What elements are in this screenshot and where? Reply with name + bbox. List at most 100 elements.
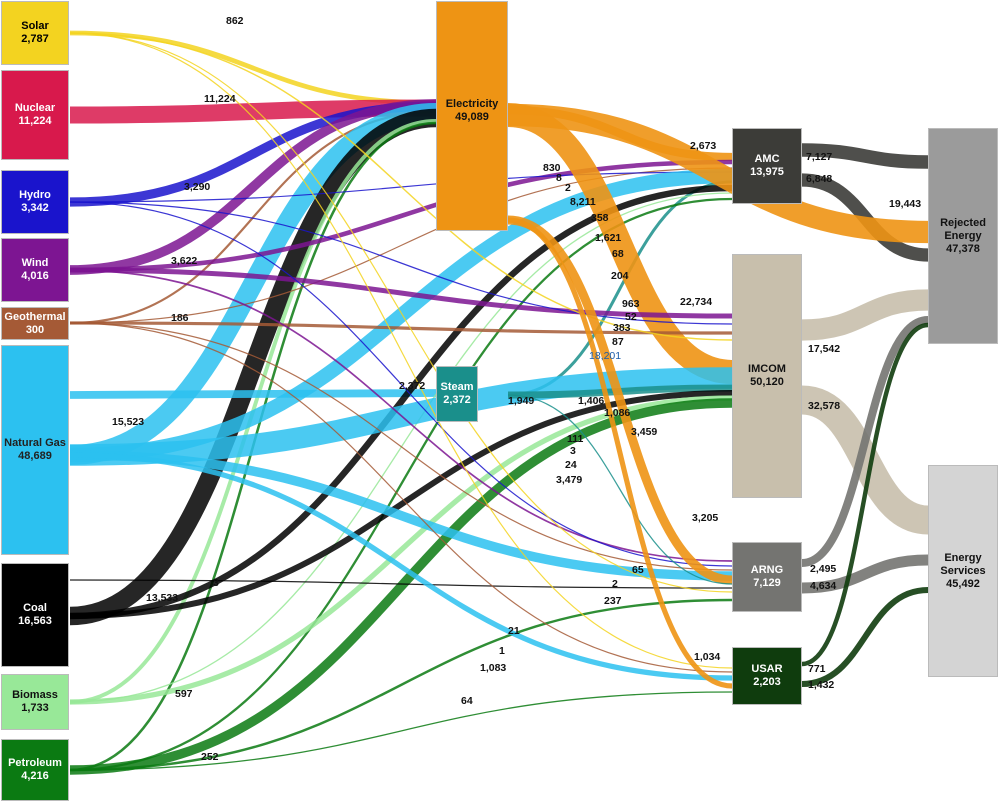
node-value: 4,016: [21, 270, 49, 282]
node-name: Biomass: [12, 689, 58, 701]
flow-label-biomass-electricity: 597: [175, 688, 193, 700]
node-name: Steam: [440, 381, 474, 393]
flow-coal-electricity: [69, 108, 437, 626]
node-name: Wind: [21, 257, 49, 269]
flow-label-hydro-imcom: 52: [625, 311, 637, 323]
node-value: 2,372: [443, 394, 471, 406]
flow-label-biomass-amc: 68: [612, 248, 624, 260]
flow-label-petroleum-electricity: 252: [201, 751, 219, 763]
flow-geothermal-imcom: [69, 321, 733, 335]
node-value: 50,120: [750, 376, 784, 388]
flow-label-gas-usar: 1,083: [480, 662, 507, 674]
flow-wind-electricity: [69, 99, 437, 275]
flow-label-gas-amc: 8,211: [570, 196, 596, 208]
flow-label-electricity-imcom: 22,734: [680, 296, 713, 308]
node-value: 2,203: [753, 676, 781, 688]
flow-arng-rejected: [801, 316, 929, 567]
flow-label-coal-arng: 3: [213, 577, 219, 589]
flow-amc-rejected: [801, 143, 929, 169]
flow-electricity-imcom: [507, 102, 733, 385]
flow-label-wind-amc: 830: [543, 162, 561, 174]
flow-label-hydro-arng: 3: [570, 445, 576, 457]
flow-label-biomass-imcom: 1,086: [604, 407, 631, 419]
node-value: 7,129: [753, 577, 781, 589]
flow-label-wind-electricity: 3,622: [171, 255, 198, 267]
flow-label-geothermal-amc: 8: [556, 172, 562, 184]
flow-label-geothermal-electricity: 186: [171, 312, 189, 324]
flow-geothermal-amc: [69, 167, 733, 324]
flow-natural_gas-usar: [69, 452, 733, 681]
flow-label-petroleum-amc: 204: [611, 270, 629, 282]
flow-label-electricity-rejected: 19,443: [889, 198, 922, 210]
node-value: 16,563: [18, 615, 52, 627]
flow-label-imcom-rejected: 17,542: [808, 343, 841, 355]
flow-label-electricity-arng: 3,205: [692, 512, 719, 524]
node-name: ARNG: [750, 564, 784, 576]
node-value: 2,787: [21, 33, 49, 45]
flow-natural_gas-arng: [69, 450, 733, 581]
flow-label-geothermal-arng: 24: [565, 459, 577, 471]
flow-label-amc-services: 6,848: [806, 173, 833, 185]
flow-arng-services: [801, 554, 929, 594]
node-name: Solar: [21, 20, 49, 32]
node-name: IMCOM: [748, 363, 786, 375]
flow-label-coal-amc: 1,621: [595, 232, 622, 244]
flow-imcom-rejected: [801, 289, 929, 341]
flow-usar-rejected: [801, 322, 929, 667]
flow-label-imcom-services: 32,578: [808, 400, 841, 412]
flow-biomass-imcom: [69, 395, 733, 705]
flow-label-gas-arng: 3,479: [556, 474, 583, 486]
flow-label-geothermal-usar: 1: [499, 645, 505, 657]
flow-label-petroleum-usar: 64: [461, 695, 473, 707]
flow-label-hydro-electricity: 3,290: [184, 181, 211, 193]
node-name: Coal: [23, 602, 47, 614]
flow-petroleum-imcom: [69, 398, 733, 775]
flow-label-coal-electricity: 13,533: [146, 592, 179, 604]
flow-label-steam-imcom: 1,949: [508, 395, 535, 407]
node-name: Electricity: [445, 98, 499, 110]
flow-wind-imcom: [69, 267, 733, 319]
flow-label-geothermal-imcom: 383: [613, 322, 631, 334]
node-name: Geothermal: [4, 310, 66, 323]
node-value: 48,689: [18, 450, 52, 462]
node-value: 11,224: [18, 115, 52, 127]
flow-coal-arng: [69, 579, 733, 589]
flow-electricity-arng: [507, 215, 733, 585]
flow-label-steam-arng: 65: [632, 564, 644, 576]
node-name: Nuclear: [14, 102, 56, 114]
flow-label-gas-steam: 2,372: [399, 380, 426, 392]
flow-label-gas-imcom: 18,201: [589, 350, 622, 362]
node-value: 49,089: [455, 111, 489, 123]
node-value: 4,216: [21, 770, 49, 782]
node-value: 300: [25, 323, 45, 336]
flow-label-petroleum-arng: 237: [604, 595, 622, 607]
flow-label-amc-rejected: 7,127: [806, 151, 833, 163]
flow-label-coal-imcom: 1,406: [578, 395, 605, 407]
flow-petroleum-arng: [69, 598, 733, 772]
node-name: Natural Gas: [4, 437, 66, 449]
node-value: 1,733: [21, 702, 49, 714]
flow-label-arng-rejected: 2,495: [810, 563, 837, 575]
flow-label-arng-services: 4,634: [810, 580, 837, 592]
flow-label-wind-imcom: 963: [622, 298, 640, 310]
node-value: 3,342: [21, 202, 49, 214]
node-name: Rejected Energy: [940, 216, 986, 242]
flow-label-hydro-amc: 2: [565, 182, 571, 194]
flow-label-solar-imcom: 87: [612, 336, 624, 348]
flow-steam-arng: [507, 394, 733, 585]
node-name: Petroleum: [8, 757, 62, 769]
flow-solar-electricity: [69, 30, 437, 106]
flow-label-electricity-amc: 2,673: [690, 140, 717, 152]
